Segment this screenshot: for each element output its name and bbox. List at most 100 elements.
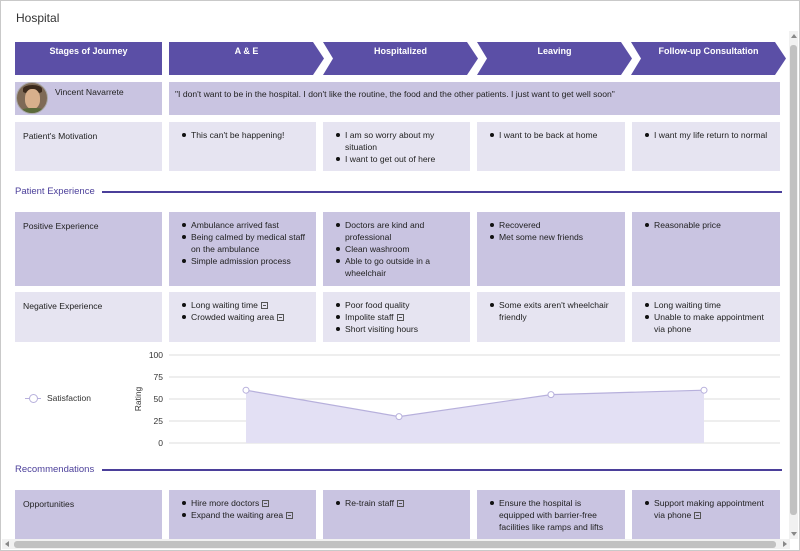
stage-label: Leaving: [537, 45, 572, 56]
list-item-text: Some exits aren't wheelchair friendly: [499, 300, 609, 322]
section-divider: [102, 191, 782, 193]
satisfaction-point: [395, 413, 403, 421]
list-item: Re-train staff: [334, 497, 462, 509]
note-icon[interactable]: [262, 500, 270, 507]
scroll-left-arrow-icon[interactable]: [5, 541, 9, 547]
list-item-text: Being calmed by medical staff on the amb…: [191, 232, 306, 254]
satisfaction-line: [245, 389, 705, 418]
list-item: Clean washroom: [334, 243, 462, 255]
list-item: Doctors are kind and professional: [334, 219, 462, 243]
list-item-text: Long waiting time: [654, 300, 721, 310]
list-item: Ensure the hospital is equipped with bar…: [488, 497, 617, 533]
note-icon[interactable]: [397, 500, 405, 507]
stages-header: Stages of Journey: [15, 42, 162, 75]
list-item-text: Clean washroom: [345, 244, 410, 254]
chart-legend: Satisfaction: [25, 393, 91, 403]
list-item: I am so worry about my situation: [334, 129, 462, 153]
legend-label: Satisfaction: [47, 393, 91, 403]
y-tick-label: 0: [158, 438, 163, 448]
scroll-up-arrow-icon[interactable]: [791, 34, 797, 38]
scroll-right-arrow-icon[interactable]: [783, 541, 787, 547]
list-item-text: Met some new friends: [499, 232, 584, 242]
window-title: Hospital: [16, 11, 60, 25]
list-item: Long waiting time: [180, 299, 308, 311]
list-item: Met some new friends: [488, 231, 617, 243]
list-item: Short visiting hours: [334, 323, 462, 335]
horizontal-scroll-thumb[interactable]: [14, 541, 776, 548]
stages-header-label: Stages of Journey: [49, 45, 128, 56]
satisfaction-point: [700, 386, 708, 394]
list-item: Being calmed by medical staff on the amb…: [180, 231, 308, 255]
list-item-text: Ensure the hospital is equipped with bar…: [499, 498, 604, 532]
motivation-cell-2: I want to be back at home: [477, 122, 625, 171]
negative-label: Negative Experience: [15, 292, 162, 342]
section-divider: [102, 469, 782, 471]
stage-leaving[interactable]: Leaving: [477, 42, 632, 75]
stage-follow-up[interactable]: Follow-up Consultation: [631, 42, 786, 75]
list-item-text: Crowded waiting area: [191, 312, 275, 322]
note-icon[interactable]: [260, 302, 268, 309]
motivation-cell-0: This can't be happening!: [169, 122, 316, 171]
list-item: Simple admission process: [180, 255, 308, 267]
opportunities-label: Opportunities: [15, 490, 162, 539]
list-item-text: I want my life return to normal: [654, 130, 768, 140]
section-title-patient-experience: Patient Experience: [15, 186, 95, 197]
stage-label: Follow-up Consultation: [658, 45, 759, 56]
motivation-cell-3: I want my life return to normal: [632, 122, 780, 171]
list-item-text: Expand the waiting area: [191, 510, 284, 520]
note-icon[interactable]: [277, 314, 285, 321]
stage-ae[interactable]: A & E: [169, 42, 324, 75]
list-item-text: Simple admission process: [191, 256, 291, 266]
vertical-scroll-thumb[interactable]: [790, 45, 797, 515]
positive-label: Positive Experience: [15, 212, 162, 286]
y-tick-label: 25: [154, 416, 164, 426]
stage-label: A & E: [234, 45, 259, 56]
list-item: Long waiting time: [643, 299, 772, 311]
list-item: I want my life return to normal: [643, 129, 772, 141]
persona-name: Vincent Navarrete: [55, 87, 124, 97]
list-item: Unable to make appointment via phone: [643, 311, 772, 335]
list-item-text: Ambulance arrived fast: [191, 220, 279, 230]
list-item-text: Unable to make appointment via phone: [654, 312, 764, 334]
list-item: Able to go outside in a wheelchair: [334, 255, 462, 279]
stage-hospitalized[interactable]: Hospitalized: [323, 42, 478, 75]
list-item: Recovered: [488, 219, 617, 231]
list-item-text: Support making appointment via phone: [654, 498, 764, 520]
note-icon[interactable]: [694, 512, 702, 519]
list-item-text: I want to be back at home: [499, 130, 598, 140]
note-icon[interactable]: [396, 314, 404, 321]
list-item: Support making appointment via phone: [643, 497, 772, 521]
scroll-down-arrow-icon[interactable]: [791, 532, 797, 536]
list-item: Ambulance arrived fast: [180, 219, 308, 231]
horizontal-scrollbar[interactable]: [2, 539, 790, 549]
list-item: This can't be happening!: [180, 129, 308, 141]
list-item: Reasonable price: [643, 219, 772, 231]
y-tick-label: 50: [154, 394, 164, 404]
negative-cell-2: Some exits aren't wheelchair friendly: [477, 292, 625, 342]
y-tick-label: 100: [149, 350, 163, 360]
vertical-scrollbar[interactable]: [789, 31, 798, 539]
note-icon[interactable]: [286, 512, 294, 519]
y-axis-label: Rating: [133, 386, 143, 411]
list-item-text: Hire more doctors: [191, 498, 260, 508]
persona-quote: "I don't want to be in the hospital. I d…: [169, 82, 780, 115]
opportunities-cell-1: Re-train staff: [323, 490, 470, 539]
motivation-label: Patient's Motivation: [15, 122, 162, 171]
legend-marker: [25, 393, 41, 403]
avatar: [16, 82, 48, 114]
list-item: Impolite staff: [334, 311, 462, 323]
list-item: I want to be back at home: [488, 129, 617, 141]
list-item: Poor food quality: [334, 299, 462, 311]
list-item-text: Reasonable price: [654, 220, 721, 230]
opportunities-cell-2: Ensure the hospital is equipped with bar…: [477, 490, 625, 539]
section-title-recommendations: Recommendations: [15, 464, 95, 475]
list-item: Expand the waiting area: [180, 509, 308, 521]
